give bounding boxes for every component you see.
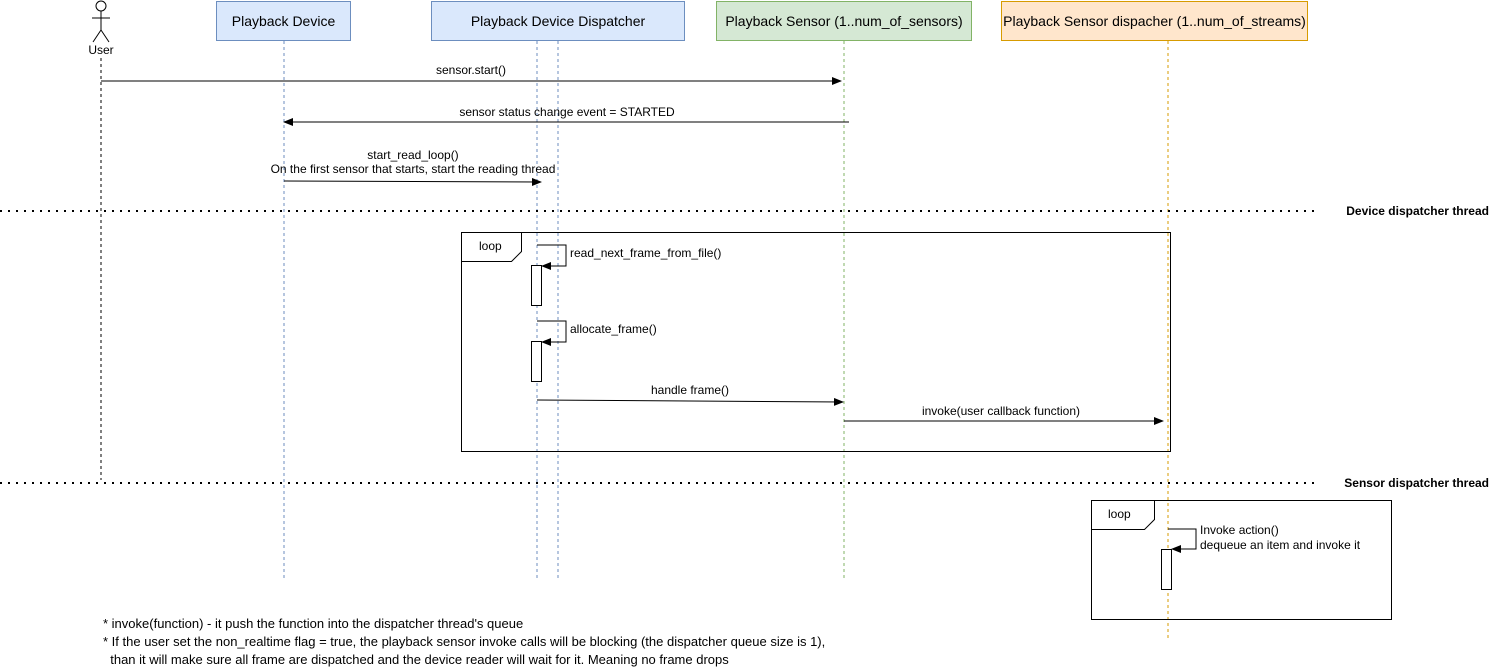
invoke-action-label-1: Invoke action() xyxy=(1200,523,1279,537)
sensor-start-label: sensor.start() xyxy=(435,63,507,77)
allocate-activation-bar xyxy=(531,341,542,382)
main-loop-tag: loop xyxy=(479,239,502,253)
device-thread-label: Device dispatcher thread xyxy=(1346,204,1489,218)
note-line-3: than it will make sure all frame are dis… xyxy=(103,652,729,667)
note-line-1: * invoke(function) - it push the functio… xyxy=(103,616,524,631)
user-actor-label: User xyxy=(88,43,114,57)
read-next-frame-label: read_next_frame_from_file() xyxy=(570,246,722,260)
invoke-action-label-2: dequeue an item and invoke it xyxy=(1200,538,1361,552)
participant-playback-device: Playback Device xyxy=(216,1,351,41)
read-next-frame-self-arrow xyxy=(537,244,567,270)
read-activation-bar xyxy=(531,265,542,306)
sensor-loop-tag: loop xyxy=(1108,507,1131,521)
handle-frame-arrow xyxy=(536,397,844,406)
note-line-2: * If the user set the non_realtime flag … xyxy=(103,634,826,649)
start-read-loop-label-2: On the first sensor that starts, start t… xyxy=(270,162,556,176)
start-read-loop-arrow xyxy=(283,177,542,186)
sensor-thread-label: Sensor dispatcher thread xyxy=(1344,476,1489,490)
user-actor-icon xyxy=(92,0,110,43)
main-loop-frame xyxy=(461,232,1171,452)
allocate-frame-self-arrow xyxy=(537,320,567,346)
invoke-activation-bar xyxy=(1161,549,1172,590)
participant-playback-device-dispatcher: Playback Device Dispatcher xyxy=(431,1,685,41)
invoke-action-self-arrow xyxy=(1168,528,1197,553)
status-event-label: sensor status change event = STARTED xyxy=(459,105,675,119)
handle-frame-label: handle frame() xyxy=(650,383,730,397)
start-read-loop-label-1: start_read_loop() xyxy=(367,148,459,162)
sensor-loop-frame xyxy=(1091,500,1392,620)
participant-playback-sensor-dispatcher: Playback Sensor dispacher (1..num_of_str… xyxy=(1001,1,1308,41)
allocate-frame-label: allocate_frame() xyxy=(570,322,657,336)
participant-playback-sensor: Playback Sensor (1..num_of_sensors) xyxy=(716,1,972,41)
invoke-callback-label: invoke(user callback function) xyxy=(921,404,1081,418)
